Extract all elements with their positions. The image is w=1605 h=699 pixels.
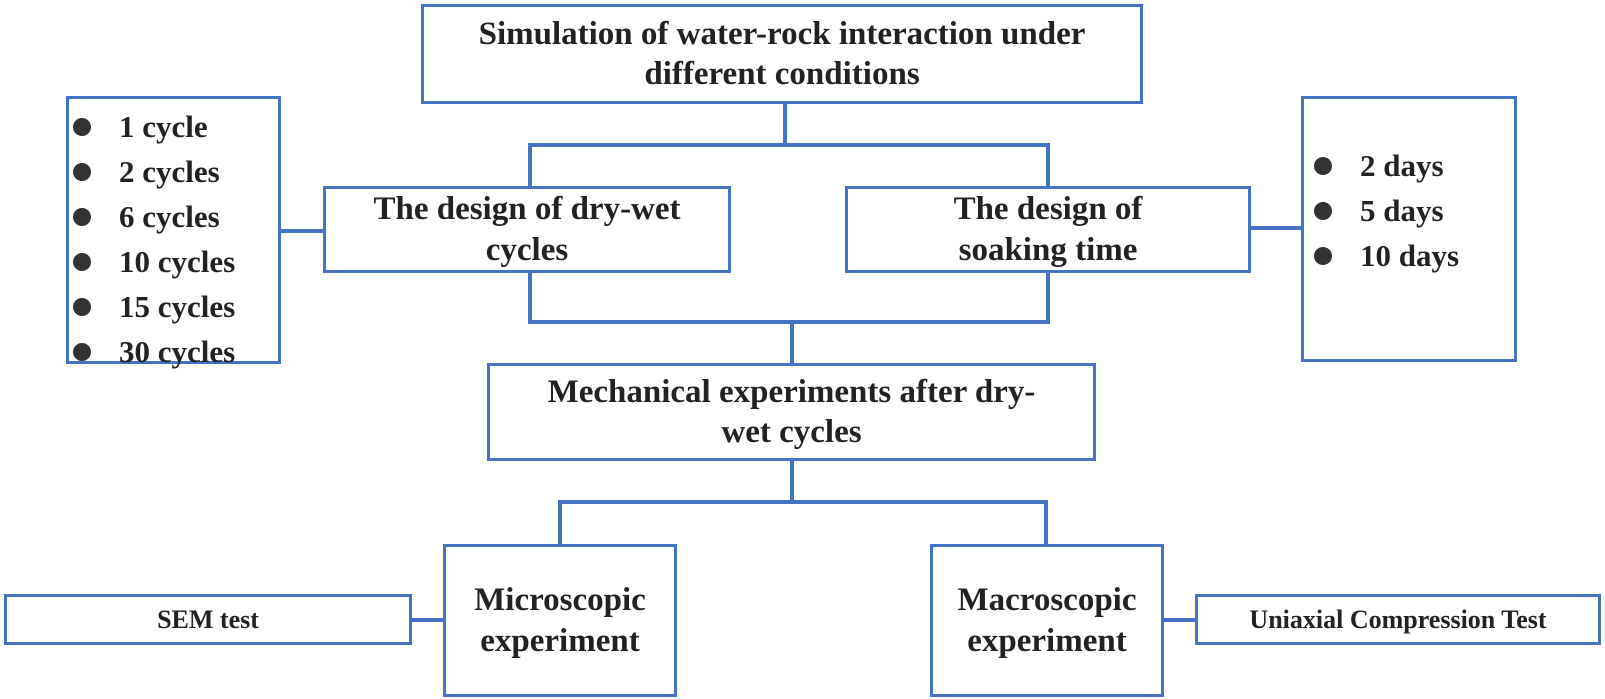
cycle-label: 2 cycles	[119, 153, 220, 189]
list-item: 30 cycles	[69, 329, 278, 374]
cycle-label: 6 cycles	[119, 198, 220, 234]
cycle-label: 30 cycles	[119, 333, 236, 369]
sem-test-box: SEM test	[4, 594, 412, 645]
cycles-list: 1 cycle 2 cycles 6 cycles 10 cycles 15 c…	[69, 104, 278, 374]
dry-wet-design-label: The design of dry-wet cycles	[373, 191, 681, 268]
mechanical-label: Mechanical experiments after dry-wet cyc…	[547, 373, 1036, 450]
soaking-label: 2 days	[1360, 147, 1444, 183]
cycle-label: 10 cycles	[119, 243, 236, 279]
list-item: 1 cycle	[69, 104, 278, 149]
macroscopic-label: Macroscopic experiment	[957, 582, 1137, 659]
microscopic-box: Microscopic experiment	[443, 544, 677, 697]
soaking-list-box: 2 days 5 days 10 days	[1301, 96, 1517, 362]
dry-wet-design-box: The design of dry-wet cycles	[323, 186, 731, 273]
ucs-test-label: Uniaxial Compression Test	[1249, 604, 1547, 634]
list-item: 2 days	[1304, 143, 1514, 188]
soaking-label: 10 days	[1360, 237, 1460, 273]
soaking-list: 2 days 5 days 10 days	[1304, 143, 1514, 278]
simulation-box: Simulation of water-rock interaction und…	[421, 4, 1143, 104]
list-item: 6 cycles	[69, 194, 278, 239]
cycles-list-box: 1 cycle 2 cycles 6 cycles 10 cycles 15 c…	[66, 96, 281, 369]
bullet-icon	[1314, 246, 1332, 265]
soaking-design-box: The design of soaking time	[845, 186, 1251, 273]
microscopic-label: Microscopic experiment	[474, 582, 646, 659]
cycle-label: 1 cycle	[119, 108, 208, 144]
bullet-icon	[73, 252, 91, 271]
bullet-icon	[73, 342, 91, 361]
list-item: 5 days	[1304, 188, 1514, 233]
macroscopic-box: Macroscopic experiment	[930, 544, 1164, 697]
bullet-icon	[1314, 201, 1332, 220]
sem-test-label: SEM test	[157, 604, 259, 634]
bullet-icon	[1314, 156, 1332, 175]
list-item: 2 cycles	[69, 149, 278, 194]
bullet-icon	[73, 117, 91, 136]
connector-designs-to-mechanical	[528, 271, 1050, 365]
cycle-label: 15 cycles	[119, 288, 236, 324]
connector-mechanical-to-experiments	[558, 459, 1048, 545]
bullet-icon	[73, 207, 91, 226]
connector-top-to-designs	[528, 103, 1050, 188]
list-item: 10 cycles	[69, 239, 278, 284]
list-item: 10 days	[1304, 233, 1514, 278]
bullet-icon	[73, 297, 91, 316]
bullet-icon	[73, 162, 91, 181]
soaking-design-label: The design of soaking time	[953, 191, 1143, 268]
simulation-title: Simulation of water-rock interaction und…	[478, 15, 1086, 92]
ucs-test-box: Uniaxial Compression Test	[1195, 594, 1601, 645]
list-item: 15 cycles	[69, 284, 278, 329]
soaking-label: 5 days	[1360, 192, 1444, 228]
mechanical-box: Mechanical experiments after dry-wet cyc…	[487, 363, 1096, 461]
